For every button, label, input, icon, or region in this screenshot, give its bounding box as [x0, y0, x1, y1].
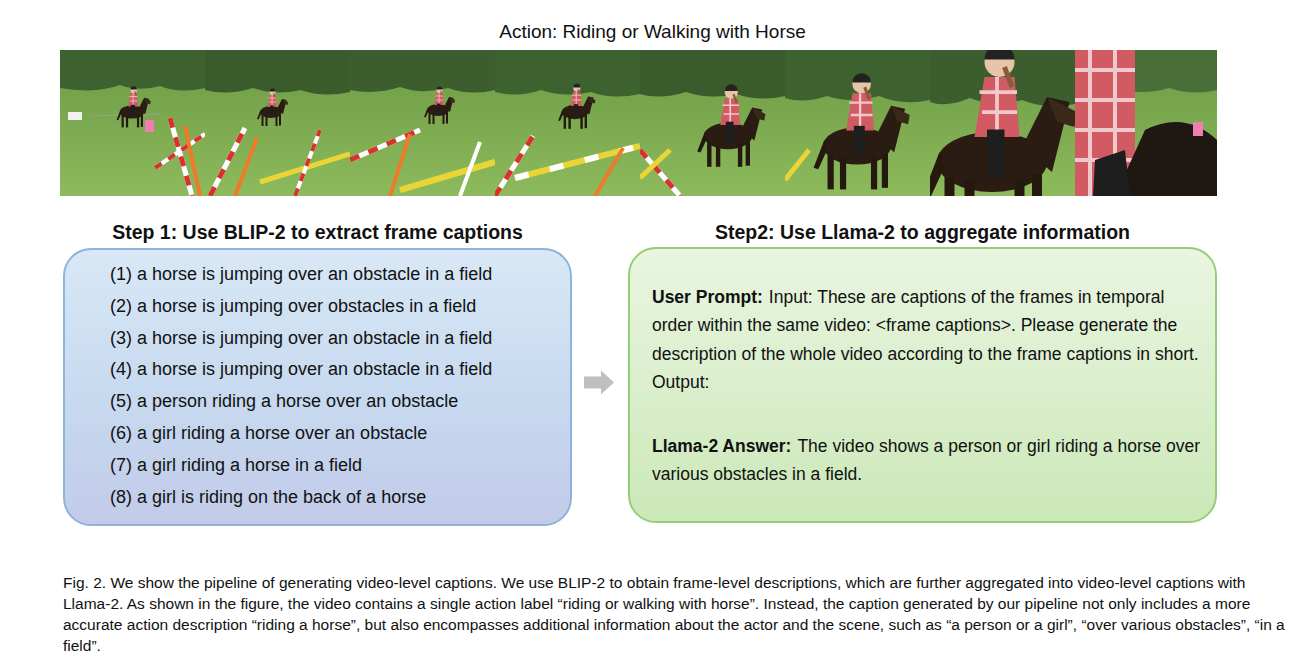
- caption-text: (3) a horse is jumping over an obstacle …: [110, 328, 492, 348]
- text-line: (7) a girl riding a horse in a field: [110, 450, 549, 482]
- frame: [1075, 50, 1217, 196]
- text-area: User Prompt:Input: These are captions of…: [652, 283, 1204, 488]
- caption-panel: Step 1: Use BLIP-2 to extract frame capt…: [63, 248, 572, 526]
- text-line: Llama-2 Answer:The video shows a person …: [652, 432, 1204, 489]
- text-label: Llama-2 Answer:: [652, 436, 791, 456]
- frame: [60, 50, 205, 196]
- caption-text: (4) a horse is jumping over an obstacle …: [110, 359, 492, 379]
- text-line: (1) a horse is jumping over an obstacle …: [110, 259, 549, 291]
- frame: [350, 50, 495, 196]
- frame: [785, 50, 930, 196]
- frame: [495, 50, 640, 196]
- caption-text: (6) a girl riding a horse over an obstac…: [110, 423, 427, 443]
- frame: [640, 50, 785, 196]
- caption-text: (1) a horse is jumping over an obstacle …: [110, 264, 492, 284]
- text-area: (1) a horse is jumping over an obstacle …: [110, 259, 549, 513]
- text-line: (5) a person riding a horse over an obst…: [110, 386, 549, 418]
- caption-text: (7) a girl riding a horse in a field: [110, 455, 362, 475]
- text-line: (6) a girl riding a horse over an obstac…: [110, 418, 549, 450]
- figure-title: Action: Riding or Walking with Horse: [0, 20, 1305, 44]
- caption-panel: Step2: Use Llama-2 to aggregate informat…: [628, 247, 1217, 523]
- caption-text: (2) a horse is jumping over obstacles in…: [110, 296, 476, 316]
- text-line: (2) a horse is jumping over obstacles in…: [110, 291, 549, 323]
- caption-text: (8) a girl is riding on the back of a ho…: [110, 487, 426, 507]
- text-line: (3) a horse is jumping over an obstacle …: [110, 323, 549, 355]
- step-heading: Step2: Use Llama-2 to aggregate informat…: [590, 220, 1255, 244]
- text-line: User Prompt:Input: These are captions of…: [652, 283, 1204, 397]
- flow-arrow: [584, 371, 614, 395]
- text-line: (8) a girl is riding on the back of a ho…: [110, 482, 549, 514]
- figure-caption: Fig. 2. We show the pipeline of generati…: [63, 572, 1295, 656]
- frame: [205, 50, 350, 196]
- text-label: User Prompt:: [652, 287, 763, 307]
- frame: [922, 45, 1077, 233]
- caption-text: (5) a person riding a horse over an obst…: [110, 391, 458, 411]
- text-line: (4) a horse is jumping over an obstacle …: [110, 354, 549, 386]
- step-heading: Step 1: Use BLIP-2 to extract frame capt…: [25, 220, 610, 244]
